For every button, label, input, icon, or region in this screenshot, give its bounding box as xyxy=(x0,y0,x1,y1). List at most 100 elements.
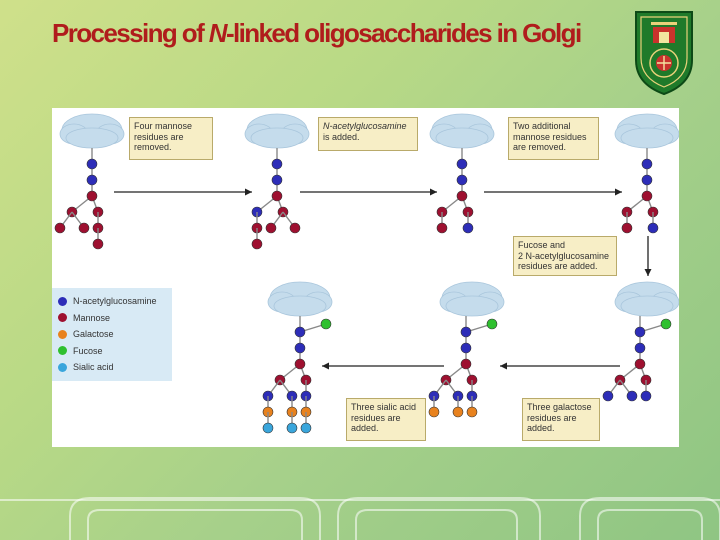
sugar-residue xyxy=(647,222,659,234)
sugar-residue xyxy=(86,174,98,186)
sugar-residue xyxy=(251,238,263,250)
note-4-line-3: residues are added. xyxy=(518,261,598,271)
protein-cloud xyxy=(267,281,333,317)
sugar-residue xyxy=(462,222,474,234)
protein-cloud xyxy=(244,113,310,149)
legend-dot xyxy=(58,313,67,323)
note-1-line-2: residues are xyxy=(134,131,184,142)
legend-dot xyxy=(58,296,67,306)
sugar-residue xyxy=(640,390,652,402)
sugar-residue xyxy=(294,326,306,338)
note-step-1: Four mannose residues are removed. xyxy=(129,117,213,160)
sugar-residue xyxy=(460,358,472,370)
sugar-residue xyxy=(466,406,478,418)
note-step-2: N-acetylglucosamine is added. xyxy=(318,117,418,151)
arrow-head xyxy=(615,188,622,196)
figure-panel: Four mannose residues are removed. N-ace… xyxy=(52,108,679,447)
note-4-line-1: Fucose and xyxy=(518,240,566,250)
note-3-line-2: mannose residues xyxy=(513,131,587,142)
legend-item: Sialic acid xyxy=(58,359,166,376)
title-italic: N xyxy=(208,18,228,48)
note-2-line-1: N-acetylglucosamine xyxy=(323,121,407,131)
note-2-line-2: is added. xyxy=(323,131,360,142)
sugar-residue xyxy=(436,222,448,234)
sugar-residue xyxy=(294,342,306,354)
page-title: Processing of N-linked oligosaccharides … xyxy=(52,18,582,49)
glycan-diagram xyxy=(54,113,679,434)
legend-label: N-acetylglucosamine xyxy=(73,296,157,307)
cloud-lobe xyxy=(273,295,327,317)
sugar-residue xyxy=(634,326,646,338)
title-post: -linked oligosaccharides in Golgi xyxy=(225,18,582,48)
legend-item: Mannose xyxy=(58,310,166,327)
sugar-residue xyxy=(486,318,498,330)
arrow-head xyxy=(322,362,329,370)
sugar-residue xyxy=(86,158,98,170)
sugar-residue xyxy=(265,222,277,234)
protein-cloud xyxy=(439,281,505,317)
note-1-line-1: Four mannose xyxy=(134,121,193,131)
sugar-residue xyxy=(460,342,472,354)
arrow-head xyxy=(644,269,652,276)
cloud-lobe xyxy=(445,295,499,317)
sugar-residue xyxy=(78,222,90,234)
note-1-line-3: removed. xyxy=(134,142,172,152)
note-5-line-3: added. xyxy=(527,423,555,433)
legend-label: Galactose xyxy=(73,329,114,340)
cloud-lobe xyxy=(65,127,119,149)
title-pre: Processing of xyxy=(52,18,209,48)
legend: N-acetylglucosamine Mannose Galactose Fu… xyxy=(52,288,172,381)
note-6-line-2: residues are xyxy=(351,412,401,423)
cloud-lobe xyxy=(620,295,674,317)
sugar-residue xyxy=(286,422,298,434)
note-4-line-2: 2 N-acetylglucosamine xyxy=(518,250,610,261)
protein-cloud xyxy=(429,113,495,149)
legend-item: N-acetylglucosamine xyxy=(58,293,166,310)
legend-label: Mannose xyxy=(73,312,111,323)
sugar-residue xyxy=(626,390,638,402)
sugar-residue xyxy=(320,318,332,330)
sugar-residue xyxy=(460,326,472,338)
arrow-head xyxy=(500,362,507,370)
arrow-head xyxy=(245,188,252,196)
note-6-line-1: Three sialic acid xyxy=(351,402,417,412)
sugar-residue xyxy=(634,342,646,354)
legend-dot xyxy=(58,346,67,356)
note-5-line-1: Three galactose xyxy=(527,402,592,412)
sugar-residue xyxy=(428,406,440,418)
note-5-line-2: residues are xyxy=(527,412,577,423)
sugar-residue xyxy=(271,158,283,170)
note-3-line-1: Two additional xyxy=(513,121,571,131)
sugar-residue xyxy=(641,190,653,202)
note-step-3: Two additional mannose residues are remo… xyxy=(508,117,599,160)
legend-dot xyxy=(58,362,67,372)
note-3-line-3: are removed. xyxy=(513,142,567,152)
sugar-residue xyxy=(289,222,301,234)
cloud-lobe xyxy=(620,127,674,149)
legend-dot xyxy=(58,329,67,339)
footer-decoration xyxy=(0,497,720,540)
legend-item: Galactose xyxy=(58,326,166,343)
note-step-4: Fucose and 2 N-acetylglucosamine residue… xyxy=(513,236,617,276)
sugar-residue xyxy=(271,174,283,186)
sugar-residue xyxy=(456,174,468,186)
note-6-line-3: added. xyxy=(351,423,379,433)
sugar-residue xyxy=(54,222,66,234)
sugar-residue xyxy=(634,358,646,370)
university-crest-icon xyxy=(635,11,693,96)
sugar-residue xyxy=(660,318,672,330)
legend-item: Fucose xyxy=(58,343,166,360)
note-step-5: Three galactose residues are added. xyxy=(522,398,600,441)
note-step-6: Three sialic acid residues are added. xyxy=(346,398,426,441)
arrow-head xyxy=(430,188,437,196)
protein-cloud xyxy=(614,281,679,317)
sugar-residue xyxy=(452,406,464,418)
sugar-residue xyxy=(602,390,614,402)
sugar-residue xyxy=(456,158,468,170)
protein-cloud xyxy=(59,113,125,149)
cloud-lobe xyxy=(250,127,304,149)
sugar-residue xyxy=(86,190,98,202)
sugar-residue xyxy=(641,174,653,186)
sugar-residue xyxy=(92,238,104,250)
legend-label: Fucose xyxy=(73,345,103,356)
